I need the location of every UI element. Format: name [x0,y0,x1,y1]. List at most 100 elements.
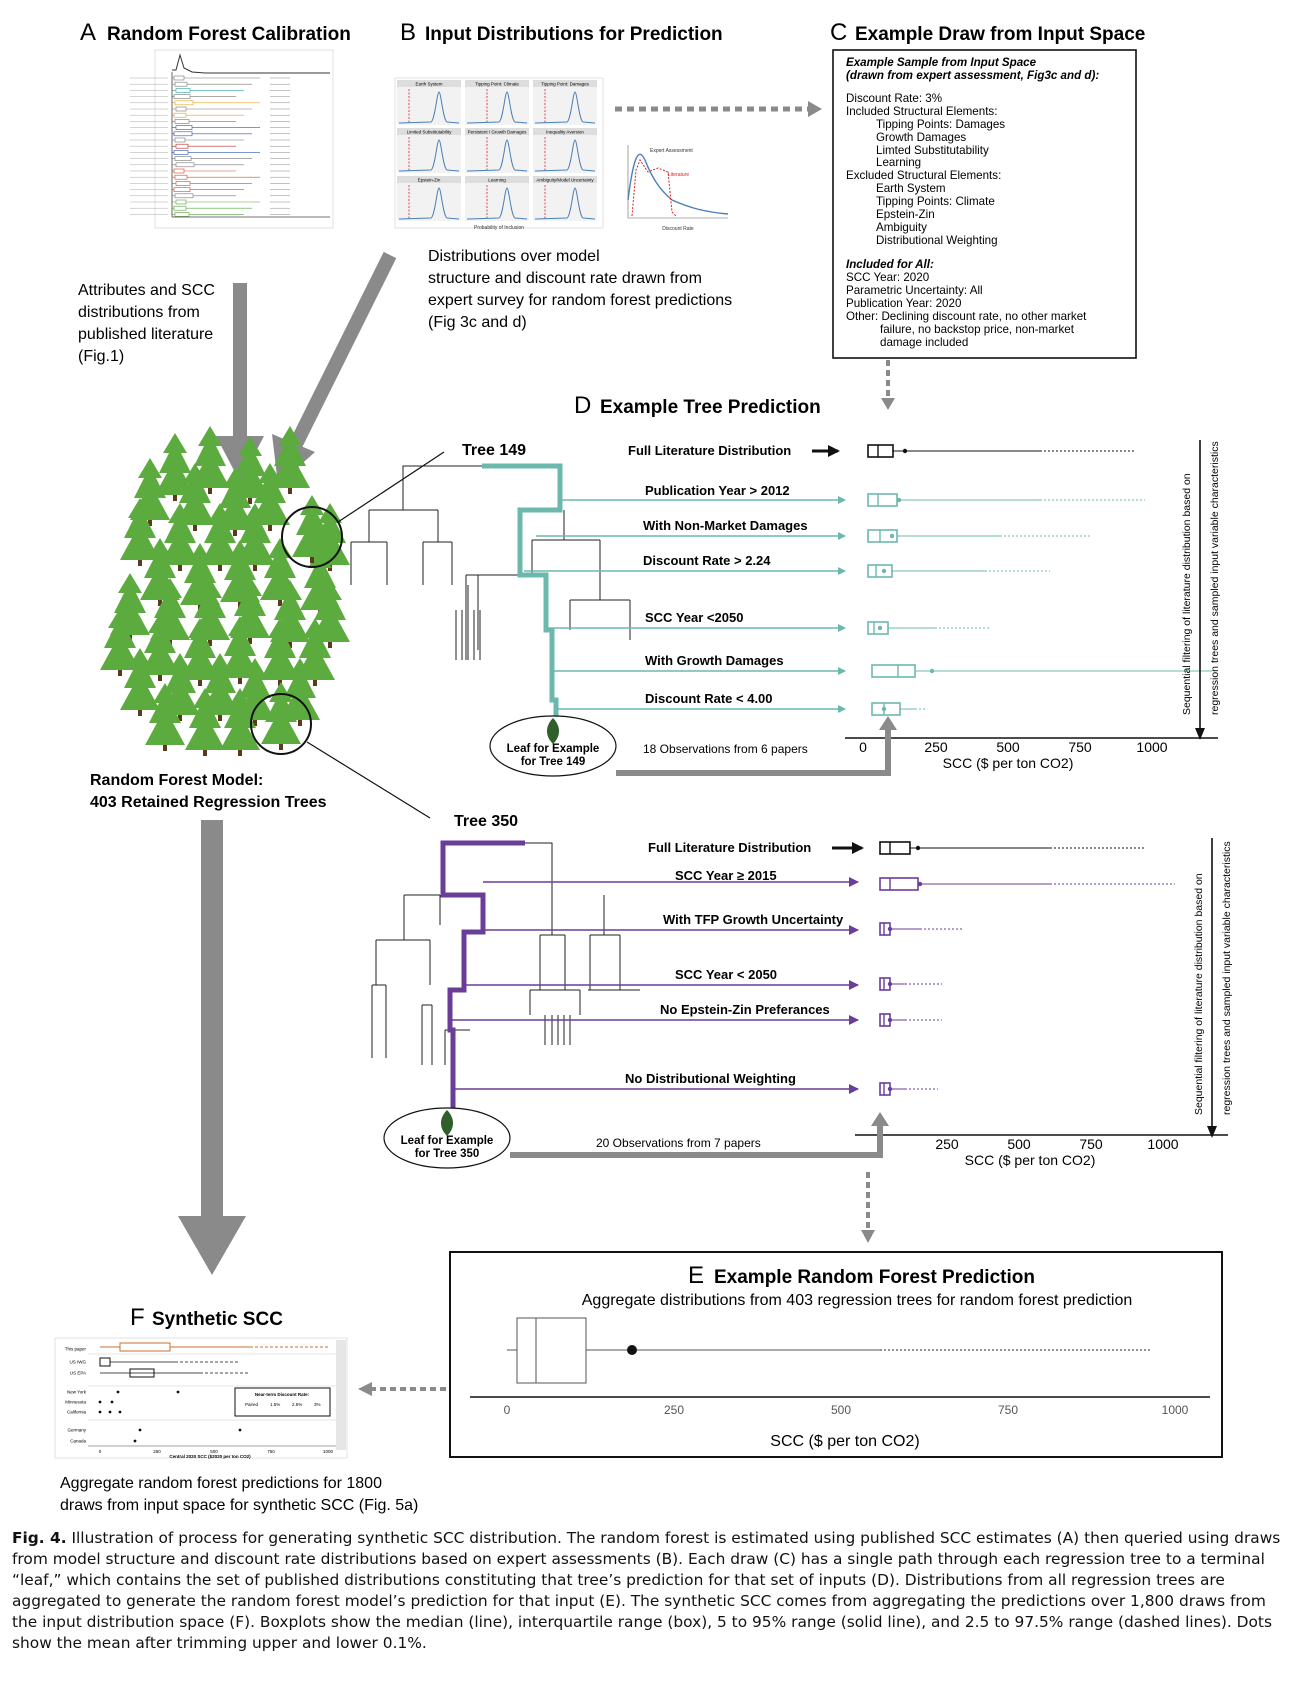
panel-f-row-label: Minnesota [65,1400,86,1405]
svg-text:damage included: damage included [880,336,968,349]
svg-text:1.5%: 1.5% [270,1402,280,1407]
panel-f-note: Aggregate random forest predictions for … [60,1475,418,1514]
panel-f-row-label: New York [67,1390,87,1395]
tree-149-path [482,463,563,730]
leaf-149-arrow [616,726,891,776]
svg-text:Epstein-Zin: Epstein-Zin [876,208,935,221]
conifer-tree-icon [270,426,310,494]
svg-text:250: 250 [924,739,948,755]
conifer-tree-icon [220,688,260,756]
svg-text:2.5%: 2.5% [292,1402,302,1407]
caption-text: Illustration of process for generating s… [12,1529,1281,1652]
conifer-tree-icon [140,613,180,681]
tree-350-leaf: Leaf for Example for Tree 350 [383,1107,511,1169]
svg-text:expert survey for random fores: expert survey for random forest predicti… [428,292,732,309]
panel-c-title: Example Draw from Input Space [855,24,1145,45]
panel-c-letter: C [830,19,847,46]
conifer-tree-icon [120,648,160,716]
svg-text:Learning: Learning [876,156,921,169]
tree-350-boxplots [879,841,1175,1096]
svg-text:SCC ($ per ton CO2): SCC ($ per ton CO2) [965,1152,1096,1168]
tree-350-step-labels: Full Literature Distribution SCC Year ≥ … [625,840,844,1086]
svg-text:750: 750 [267,1449,275,1454]
panel-f-letter: F [130,1304,145,1331]
boxplot [867,564,1050,578]
svg-text:500: 500 [210,1449,218,1454]
svg-text:Other: Declining discount rate: Other: Declining discount rate, no other… [846,310,1087,323]
svg-text:1000: 1000 [1162,1403,1189,1417]
figure-canvas: A Random Forest Calibration Attributes a… [54,19,1233,1514]
panel-e-axis: 0 250 500 750 1000 SCC ($ per ton CO2) [470,1396,1210,1450]
svg-text:SCC Year: 2020: SCC Year: 2020 [846,271,929,284]
panel-b-note: Distributions over model structure and d… [428,248,732,331]
svg-text:250: 250 [153,1449,161,1454]
conifer-tree-icon [250,463,290,531]
forest-label-2: 403 Retained Regression Trees [90,794,327,811]
conifer-tree-icon [185,688,225,756]
svg-text:Earth System: Earth System [415,82,442,87]
svg-text:Included Structural Elements:: Included Structural Elements: [846,105,997,118]
svg-text:500: 500 [1007,1136,1031,1152]
caption-label: Fig. 4. [12,1529,67,1547]
tree-350-highlight [250,693,312,755]
panel-f-row-label: Germany [67,1428,86,1433]
conifer-tree-icon [292,495,332,563]
svg-text:Publication Year: 2020: Publication Year: 2020 [846,297,961,310]
tree-350-branches [450,877,859,1094]
boxplot [867,444,1135,458]
svg-text:(Fig 3c and d): (Fig 3c and d) [428,314,527,331]
conifer-tree-icon [155,433,195,501]
svg-text:regression trees and sampled i: regression trees and sampled input varia… [1221,841,1233,1115]
svg-text:Aggregate random forest predic: Aggregate random forest predictions for … [60,1475,382,1492]
svg-text:Tipping Points: Climate: Tipping Points: Climate [876,195,995,208]
svg-text:0: 0 [859,739,867,755]
conifer-tree-icon [175,463,215,531]
svg-text:for Tree 149: for Tree 149 [521,756,586,768]
svg-text:750: 750 [998,1403,1018,1417]
boxplot [879,1082,938,1096]
input-distribution-thumbnail: Learning [465,176,529,221]
tree-149-dendrogram [350,465,631,660]
svg-text:Parametric Uncertainty: All: Parametric Uncertainty: All [846,284,983,297]
boxplot [867,493,1145,507]
conifer-tree-icon [295,618,335,686]
tree-350-dendrogram [371,842,640,1065]
figure-caption: Fig. 4. Illustration of process for gene… [12,1528,1287,1654]
random-forest-trees [100,426,350,756]
svg-text:Ambiguity/Model Uncertainty: Ambiguity/Model Uncertainty [536,178,594,183]
svg-text:1000: 1000 [323,1449,334,1454]
conifer-tree-icon [180,618,220,686]
tree-149-label: Tree 149 [462,442,526,459]
svg-text:draws from input space for syn: draws from input space for synthetic SCC… [60,1497,418,1514]
boxplot [871,664,1215,678]
tree-149-boxplots [867,444,1215,716]
svg-text:Inequality Aversion: Inequality Aversion [546,130,584,135]
svg-text:750: 750 [1079,1136,1103,1152]
svg-text:Discount Rate < 4.00: Discount Rate < 4.00 [645,691,773,706]
svg-text:Distributions over model: Distributions over model [428,248,600,265]
svg-text:Leaf for Example: Leaf for Example [401,1135,494,1147]
svg-text:Growth Damages: Growth Damages [876,131,966,144]
svg-text:SCC Year < 2050: SCC Year < 2050 [675,967,777,982]
leaf-350-arrow [510,1122,883,1158]
svg-text:Leaf for Example: Leaf for Example [507,743,600,755]
conifer-tree-icon [160,503,200,571]
svg-text:Tipping Point: Climate: Tipping Point: Climate [475,82,519,87]
panel-c-box [832,49,1137,359]
svg-text:With TFP Growth Uncertainty: With TFP Growth Uncertainty [663,912,844,927]
svg-text:500: 500 [831,1403,851,1417]
svg-text:Probability of Inclusion: Probability of Inclusion [474,225,524,231]
input-distribution-thumbnail: Epstein-Zin [397,176,461,221]
input-distribution-thumbnail: Earth System [397,80,461,125]
panel-c-content: Example Sample from Input Space (drawn f… [846,56,1099,349]
input-distribution-thumbnail: Ambiguity/Model Uncertainty [533,176,597,221]
svg-text:No Epstein-Zin Preferances: No Epstein-Zin Preferances [660,1002,830,1017]
panel-b-title: Input Distributions for Prediction [425,24,723,45]
svg-text:Included for All:: Included for All: [846,258,934,271]
panel-f-row-label: This paper [65,1347,87,1352]
svg-text:0: 0 [504,1403,511,1417]
svg-text:Limited Substitutability: Limited Substitutability [407,130,453,135]
svg-text:3%: 3% [314,1402,321,1407]
tree-350-label: Tree 350 [454,813,518,830]
svg-text:Central 2020 SCC ($2020 per to: Central 2020 SCC ($2020 per ton CO2) [169,1454,251,1459]
